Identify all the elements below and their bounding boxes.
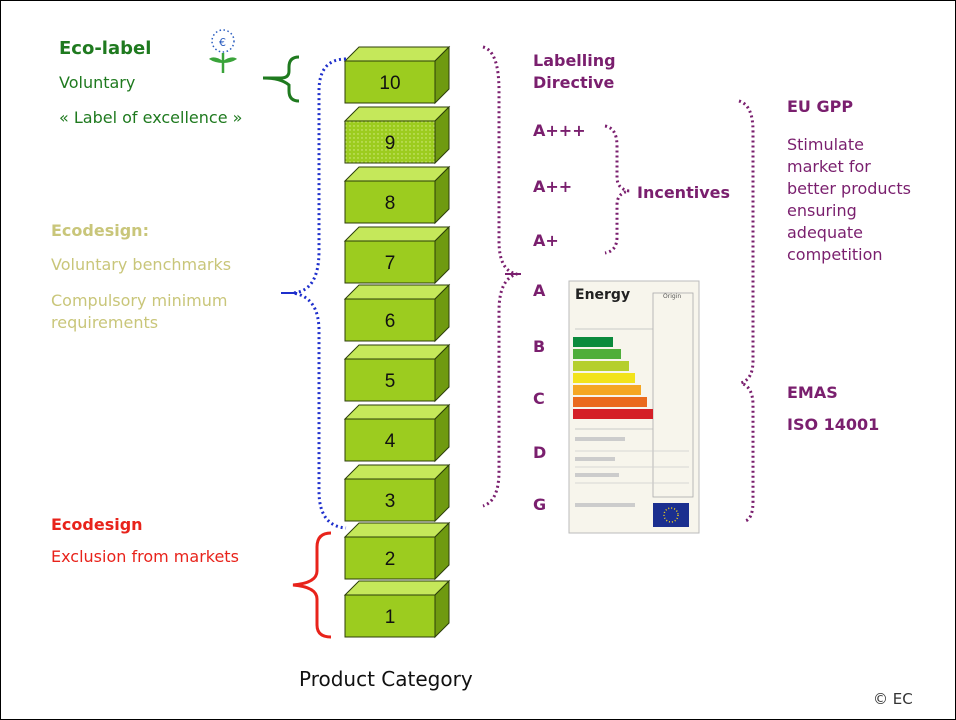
gpp-emas-dotted-brace	[736, 99, 755, 523]
product-box-side-7	[434, 225, 450, 285]
directive-dotted-brace	[482, 45, 518, 508]
box-number-5: 5	[384, 371, 396, 392]
energy-class-1: A++	[533, 177, 573, 196]
ecodesign-dotted-brace	[292, 57, 347, 530]
ecodesign-benchmarks: Voluntary benchmarks	[51, 255, 232, 274]
product-box-top-4	[343, 404, 451, 420]
product-box-top-8	[343, 166, 451, 182]
box-number-4: 4	[384, 431, 396, 452]
product-box-side-2	[434, 521, 450, 581]
gpp-line-1: market for	[787, 157, 871, 176]
directive-title-line2: Directive	[533, 73, 615, 92]
product-box-top-9	[343, 106, 451, 122]
product-box-10	[344, 60, 436, 104]
product-box-side-6	[434, 283, 450, 343]
product-box-side-3	[434, 463, 450, 523]
copyright: © EC	[873, 690, 913, 708]
product-box-2	[344, 536, 436, 580]
energy-label-origin: Origin	[663, 293, 682, 300]
energy-class-7: G	[533, 495, 547, 514]
box-number-1: 1	[384, 607, 396, 628]
axis-label: Product Category	[299, 667, 473, 691]
iso-title: ISO 14001	[787, 415, 880, 434]
product-box-side-8	[434, 165, 450, 225]
emas-title: EMAS	[787, 383, 838, 402]
energy-class-4: B	[533, 337, 546, 356]
ecodesign-minimum-line2: requirements	[51, 313, 159, 332]
product-box-top-6	[343, 284, 451, 300]
product-box-stack	[343, 45, 451, 639]
product-box-side-9	[434, 105, 450, 165]
incentives-dotted-brace	[604, 124, 630, 255]
incentives-label: Incentives	[637, 183, 731, 202]
box-number-7: 7	[384, 253, 396, 274]
product-box-top-7	[343, 226, 451, 242]
ecolabel-voluntary: Voluntary	[59, 73, 136, 92]
directive-title-line1: Labelling	[533, 51, 616, 70]
energy-class-6: D	[533, 443, 547, 462]
ecolabel-excellence: « Label of excellence »	[59, 108, 243, 127]
product-box-1	[344, 594, 436, 638]
gpp-line-2: better products	[787, 179, 911, 198]
product-box-top-10	[343, 46, 451, 62]
product-box-side-5	[434, 343, 450, 403]
gpp-line-3: ensuring	[787, 201, 857, 220]
energy-label-image	[568, 280, 700, 534]
energy-class-5: C	[533, 389, 545, 408]
exclusion-title: Ecodesign	[51, 515, 143, 534]
box-number-9: 9	[384, 133, 396, 154]
gpp-line-4: adequate	[787, 223, 864, 242]
box-number-8: 8	[384, 193, 396, 214]
product-box-3	[344, 478, 436, 522]
box-number-3: 3	[384, 491, 396, 512]
energy-class-3: A	[533, 281, 546, 300]
product-box-top-3	[343, 464, 451, 480]
box-number-2: 2	[384, 549, 396, 570]
product-box-top-5	[343, 344, 451, 360]
product-box-side-4	[434, 403, 450, 463]
gpp-line-5: competition	[787, 245, 883, 264]
box-number-10: 10	[379, 73, 401, 94]
product-box-side-10	[434, 45, 450, 105]
product-box-top-1	[343, 580, 451, 596]
energy-class-0: A+++	[533, 121, 586, 140]
gpp-title: EU GPP	[787, 97, 854, 116]
product-box-top-2	[343, 522, 451, 538]
exclusion-brace	[292, 531, 332, 639]
eu-flower-logo: €	[209, 29, 237, 73]
gpp-line-0: Stimulate	[787, 135, 864, 154]
exclusion-text: Exclusion from markets	[51, 547, 239, 566]
svg-text:€: €	[219, 36, 226, 49]
ecolabel-title: Eco-label	[59, 38, 152, 59]
ecolabel-brace	[262, 55, 300, 103]
ecodesign-title: Ecodesign:	[51, 221, 149, 240]
product-box-side-1	[434, 579, 450, 639]
energy-class-2: A+	[533, 231, 559, 250]
ecodesign-minimum-line1: Compulsory minimum	[51, 291, 228, 310]
box-number-6: 6	[384, 311, 396, 332]
product-box-4	[344, 418, 436, 462]
product-box-6	[344, 298, 436, 342]
energy-label-title: Energy	[575, 287, 631, 303]
